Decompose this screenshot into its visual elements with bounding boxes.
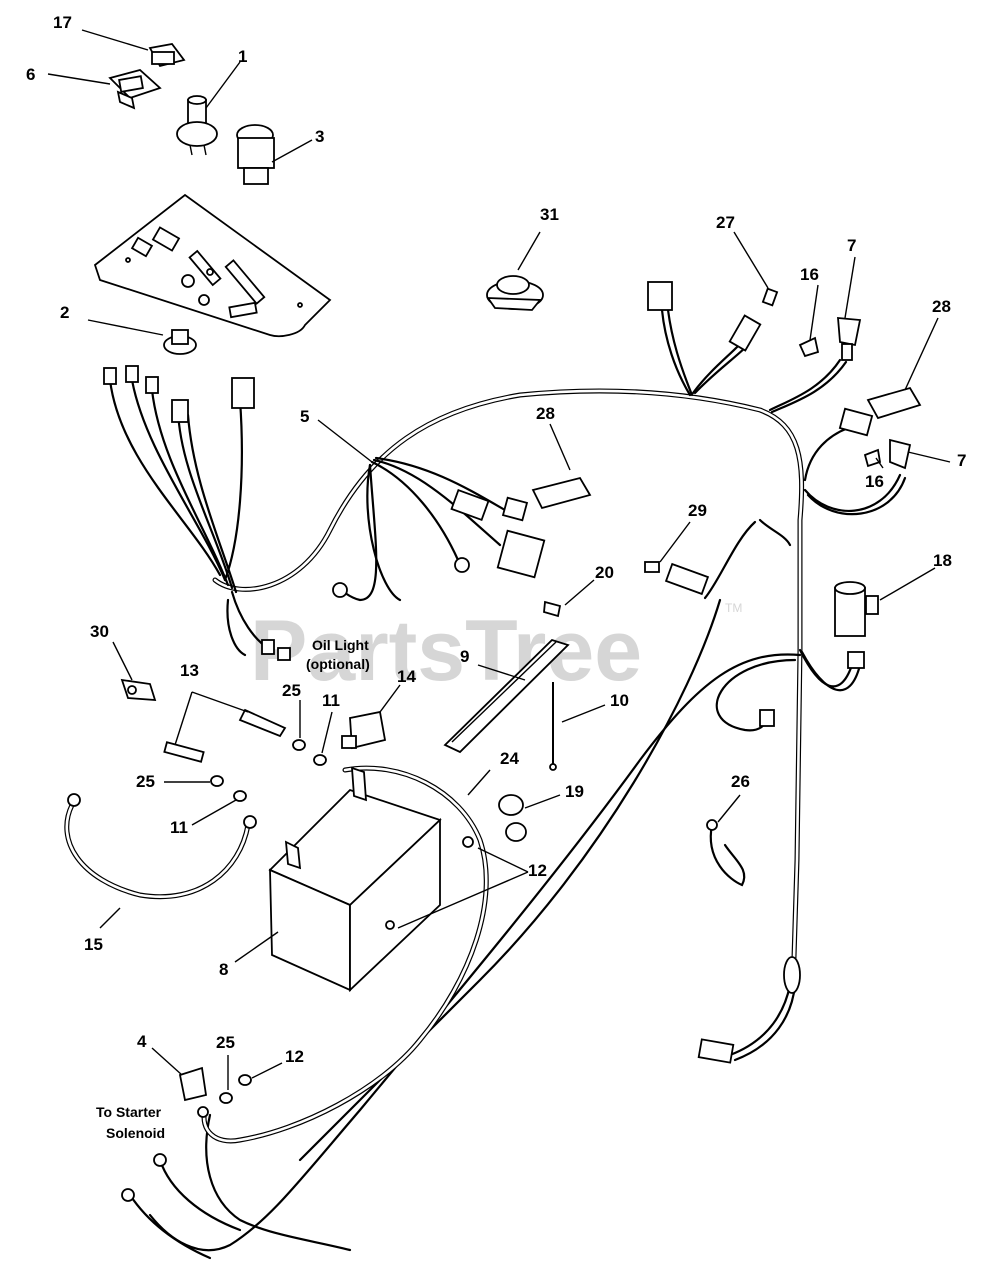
part-17-switch-cap bbox=[148, 43, 186, 68]
part-29-diode bbox=[644, 561, 710, 596]
callout-26: 26 bbox=[731, 772, 750, 791]
callout-12-middle: 12 bbox=[528, 861, 547, 880]
callout-labels: 17 6 1 3 2 31 27 7 16 28 7 16 5 28 29 20… bbox=[26, 13, 966, 1066]
part-31-relay bbox=[486, 275, 544, 311]
battery-cable-24 bbox=[201, 765, 489, 1144]
callout-28-upper: 28 bbox=[932, 297, 951, 316]
part-9-bracket bbox=[443, 638, 570, 754]
callout-25-upper: 25 bbox=[282, 681, 301, 700]
callout-15: 15 bbox=[84, 935, 103, 954]
callout-16-lower: 16 bbox=[865, 472, 884, 491]
part-14-block bbox=[341, 710, 387, 750]
lower-right-connectors bbox=[697, 709, 801, 1064]
watermark-tm: TM bbox=[725, 601, 742, 615]
part-10-rod bbox=[549, 682, 557, 771]
callout-31: 31 bbox=[540, 205, 559, 224]
oil-light-connector bbox=[261, 639, 291, 661]
watermark: PartsTree bbox=[250, 603, 642, 699]
callout-8: 8 bbox=[219, 960, 228, 979]
callout-29: 29 bbox=[688, 501, 707, 520]
callout-25-lower: 25 bbox=[216, 1033, 235, 1052]
callout-2: 2 bbox=[60, 303, 69, 322]
callout-10: 10 bbox=[610, 691, 629, 710]
callout-11-lower: 11 bbox=[170, 818, 188, 837]
main-harness-loop bbox=[212, 388, 805, 993]
rear-harness-wires bbox=[660, 308, 907, 1062]
end-terminals bbox=[121, 1153, 167, 1202]
starter-note-line2: Solenoid bbox=[106, 1125, 165, 1141]
dash-connectors bbox=[103, 365, 255, 423]
callout-19: 19 bbox=[565, 782, 584, 801]
part-1-ignition-switch bbox=[176, 95, 218, 156]
callout-28-middle: 28 bbox=[536, 404, 555, 423]
part-18-module bbox=[834, 581, 879, 669]
part-7-16-switch-lower bbox=[863, 438, 912, 470]
callout-16-upper: 16 bbox=[800, 265, 819, 284]
callout-20: 20 bbox=[595, 563, 614, 582]
part-6-rocker-switch bbox=[108, 69, 162, 110]
part-20-clip bbox=[543, 600, 562, 618]
callout-1: 1 bbox=[238, 47, 247, 66]
callout-12-lower: 12 bbox=[285, 1047, 304, 1066]
callout-7-upper: 7 bbox=[847, 236, 856, 255]
part-12-nut bbox=[462, 836, 474, 848]
part-7-16-switch-upper bbox=[798, 317, 862, 361]
washers bbox=[210, 739, 327, 1104]
callout-11-upper: 11 bbox=[322, 691, 340, 710]
part-13-bolts bbox=[163, 708, 287, 763]
callout-5: 5 bbox=[300, 407, 309, 426]
dash-harness-wires bbox=[108, 378, 507, 657]
dash-panel bbox=[93, 193, 332, 338]
part-28-fuse-upper bbox=[838, 386, 922, 437]
battery-cable-15 bbox=[64, 793, 257, 900]
callout-24: 24 bbox=[500, 749, 519, 768]
part-30-clamp bbox=[120, 678, 157, 701]
top-connectors bbox=[647, 281, 779, 352]
callout-18: 18 bbox=[933, 551, 952, 570]
part-28-fuse-middle bbox=[450, 476, 592, 579]
ring-terminals bbox=[332, 557, 470, 598]
leader-lines bbox=[47, 29, 951, 1090]
notes: Oil Light (optional) To Starter Solenoid bbox=[96, 637, 370, 1141]
part-3-pto-switch bbox=[236, 124, 275, 185]
callout-13: 13 bbox=[180, 661, 199, 680]
callout-14: 14 bbox=[397, 667, 416, 686]
callout-27: 27 bbox=[716, 213, 735, 232]
part-19-bushings bbox=[498, 794, 527, 842]
callout-9: 9 bbox=[460, 647, 469, 666]
callout-3: 3 bbox=[315, 127, 324, 146]
part-4-terminal-boot bbox=[178, 1066, 209, 1118]
callout-17: 17 bbox=[53, 13, 72, 32]
part-2-grommet bbox=[163, 329, 197, 355]
callout-4: 4 bbox=[137, 1032, 147, 1051]
oil-light-note-line2: (optional) bbox=[306, 656, 370, 672]
callout-25-middle: 25 bbox=[136, 772, 155, 791]
part-8-battery bbox=[268, 766, 442, 993]
callout-7-lower: 7 bbox=[957, 451, 966, 470]
starter-note-line1: To Starter bbox=[96, 1104, 162, 1120]
callout-6: 6 bbox=[26, 65, 35, 84]
callout-30: 30 bbox=[90, 622, 109, 641]
oil-light-note-line1: Oil Light bbox=[312, 637, 369, 653]
part-26-strap bbox=[706, 819, 718, 831]
